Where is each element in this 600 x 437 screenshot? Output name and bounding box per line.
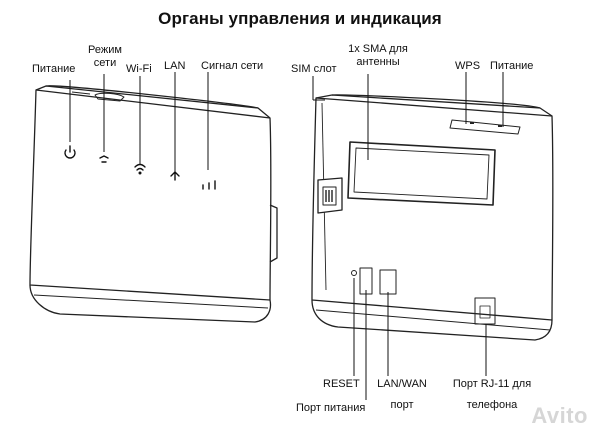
label-sma-line1: 1x SMA для — [348, 43, 408, 55]
label-wifi-indicator: Wi-Fi — [126, 63, 152, 75]
power-icon — [64, 145, 76, 159]
front-router — [29, 85, 278, 323]
label-lan-wan-line1: LAN/WAN — [377, 378, 427, 390]
label-lan-indicator: LAN — [164, 60, 186, 72]
signal-icon — [202, 180, 216, 190]
label-rj11-line2: телефона — [466, 399, 518, 411]
label-network-mode-line1: Режим — [88, 44, 122, 56]
label-rj11-port: Порт RJ-11 для телефона — [446, 378, 538, 412]
label-network-mode: Режим сети — [84, 44, 126, 70]
page-title: Органы управления и индикация — [158, 9, 442, 28]
label-power-indicator: Питание — [32, 63, 76, 75]
avito-watermark: Avito — [531, 403, 588, 428]
label-sma-antenna: 1x SMA для антенны — [338, 43, 418, 69]
wifi-icon — [134, 163, 146, 175]
label-lan-wan-line2: порт — [390, 399, 414, 411]
network-mode-icon — [99, 155, 109, 163]
label-power-button: Питание — [490, 60, 534, 72]
label-network-mode-line2: сети — [93, 57, 117, 69]
label-sim-slot: SIM слот — [291, 63, 337, 75]
back-router — [311, 94, 554, 341]
label-wps-button: WPS — [455, 60, 481, 72]
label-signal-indicator: Сигнал сети — [201, 60, 264, 72]
lan-icon — [170, 171, 180, 181]
label-sma-line2: антенны — [356, 56, 400, 68]
label-rj11-line1: Порт RJ-11 для — [452, 378, 532, 390]
label-reset: RESET — [323, 378, 360, 390]
label-lan-wan-port: LAN/WAN порт — [374, 378, 430, 412]
label-power-port: Порт питания — [296, 402, 366, 414]
